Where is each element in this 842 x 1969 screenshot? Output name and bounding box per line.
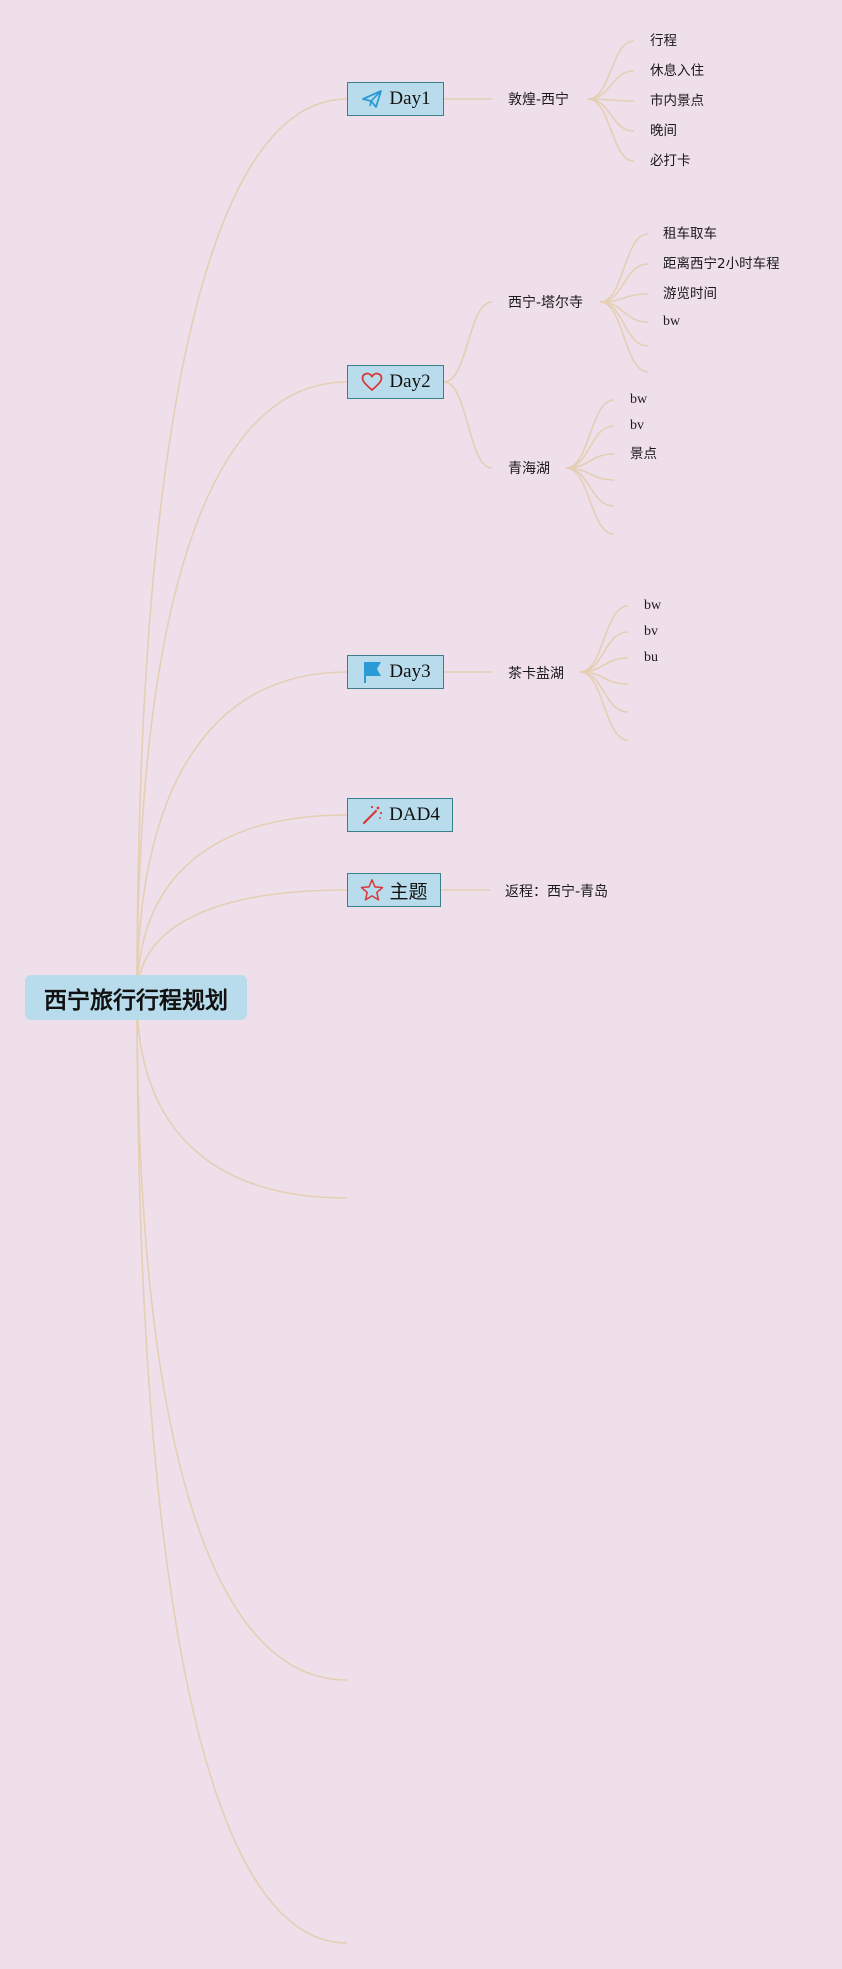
connector-day2-branch2-leaf-6 [565, 467, 615, 535]
day2-branch2-item-3[interactable]: 景点 [630, 446, 657, 462]
day2-branch1-item-4[interactable]: bw [663, 314, 681, 329]
connector-root-day3 [136, 671, 348, 998]
topic-theme-label: 主题 [389, 881, 428, 903]
topic-dad4[interactable]: DAD4 [347, 798, 453, 832]
theme-branch[interactable]: 返程：西宁-青岛 [505, 884, 609, 900]
root-topic[interactable]: 西宁旅行行程规划 [25, 975, 247, 1020]
connector-root-day1 [136, 98, 348, 998]
day2-branch-2[interactable]: 青海湖 [508, 461, 550, 477]
connector-root-day2 [136, 381, 348, 998]
day2-branch1-item-3[interactable]: 游览时间 [663, 286, 717, 302]
day2-branch2-item-2[interactable]: bv [630, 418, 644, 433]
connector-day2-branch2 [443, 381, 493, 469]
paper-plane-icon [360, 87, 384, 111]
connector-day2-branch2-leaf-1 [565, 399, 615, 469]
day2-branch1-item-2[interactable]: 距离西宁2小时车程 [663, 256, 780, 272]
magic-wand-icon [360, 803, 384, 827]
connector-root-dad4 [136, 814, 348, 998]
root-topic-label: 西宁旅行行程规划 [44, 987, 228, 1014]
connector-root-empty-1 [136, 996, 348, 1199]
day2-branch2-item-1[interactable]: bw [630, 392, 648, 407]
topic-theme[interactable]: 主题 [347, 873, 441, 907]
connector-root-theme [136, 889, 348, 998]
heart-icon [360, 370, 384, 394]
connector-day3-leaf-6 [579, 671, 629, 741]
connector-day1-item-2 [587, 70, 635, 100]
day1-item-3[interactable]: 市内景点 [650, 93, 704, 109]
connector-root-empty-2 [136, 996, 348, 1681]
connector-day1-item-4 [587, 98, 635, 132]
day1-item-4[interactable]: 晚间 [650, 123, 677, 139]
day1-branch[interactable]: 敦煌-西宁 [508, 92, 570, 108]
topic-day1-label: Day1 [389, 88, 431, 109]
day2-branch-1[interactable]: 西宁-塔尔寺 [508, 295, 584, 311]
connector-root-empty-3 [136, 996, 348, 1944]
topic-day3[interactable]: Day3 [347, 655, 444, 689]
connector-day2-branch1 [443, 301, 493, 383]
topic-day1[interactable]: Day1 [347, 82, 444, 116]
connector-day1-item-1 [587, 40, 635, 100]
day3-item-1[interactable]: bw [644, 598, 662, 613]
day3-branch[interactable]: 茶卡盐湖 [508, 666, 564, 682]
day1-item-1[interactable]: 行程 [650, 33, 677, 49]
topic-dad4-label: DAD4 [389, 804, 440, 825]
topic-day2-label: Day2 [389, 371, 431, 392]
day2-branch1-item-1[interactable]: 租车取车 [663, 226, 717, 242]
connector-day2-branch1-leaf-6 [599, 301, 649, 373]
flag-icon [360, 660, 384, 684]
star-icon [360, 878, 384, 902]
day3-item-2[interactable]: bv [644, 624, 658, 639]
day1-item-2[interactable]: 休息入住 [650, 63, 704, 79]
topic-day2[interactable]: Day2 [347, 365, 444, 399]
connector-day2-branch1-leaf-1 [599, 233, 649, 303]
topic-day3-label: Day3 [389, 661, 431, 682]
connector-day1-item-5 [587, 98, 635, 162]
day1-item-5[interactable]: 必打卡 [650, 153, 691, 169]
day3-item-3[interactable]: bu [644, 650, 658, 665]
connector-day3-leaf-1 [579, 605, 629, 673]
